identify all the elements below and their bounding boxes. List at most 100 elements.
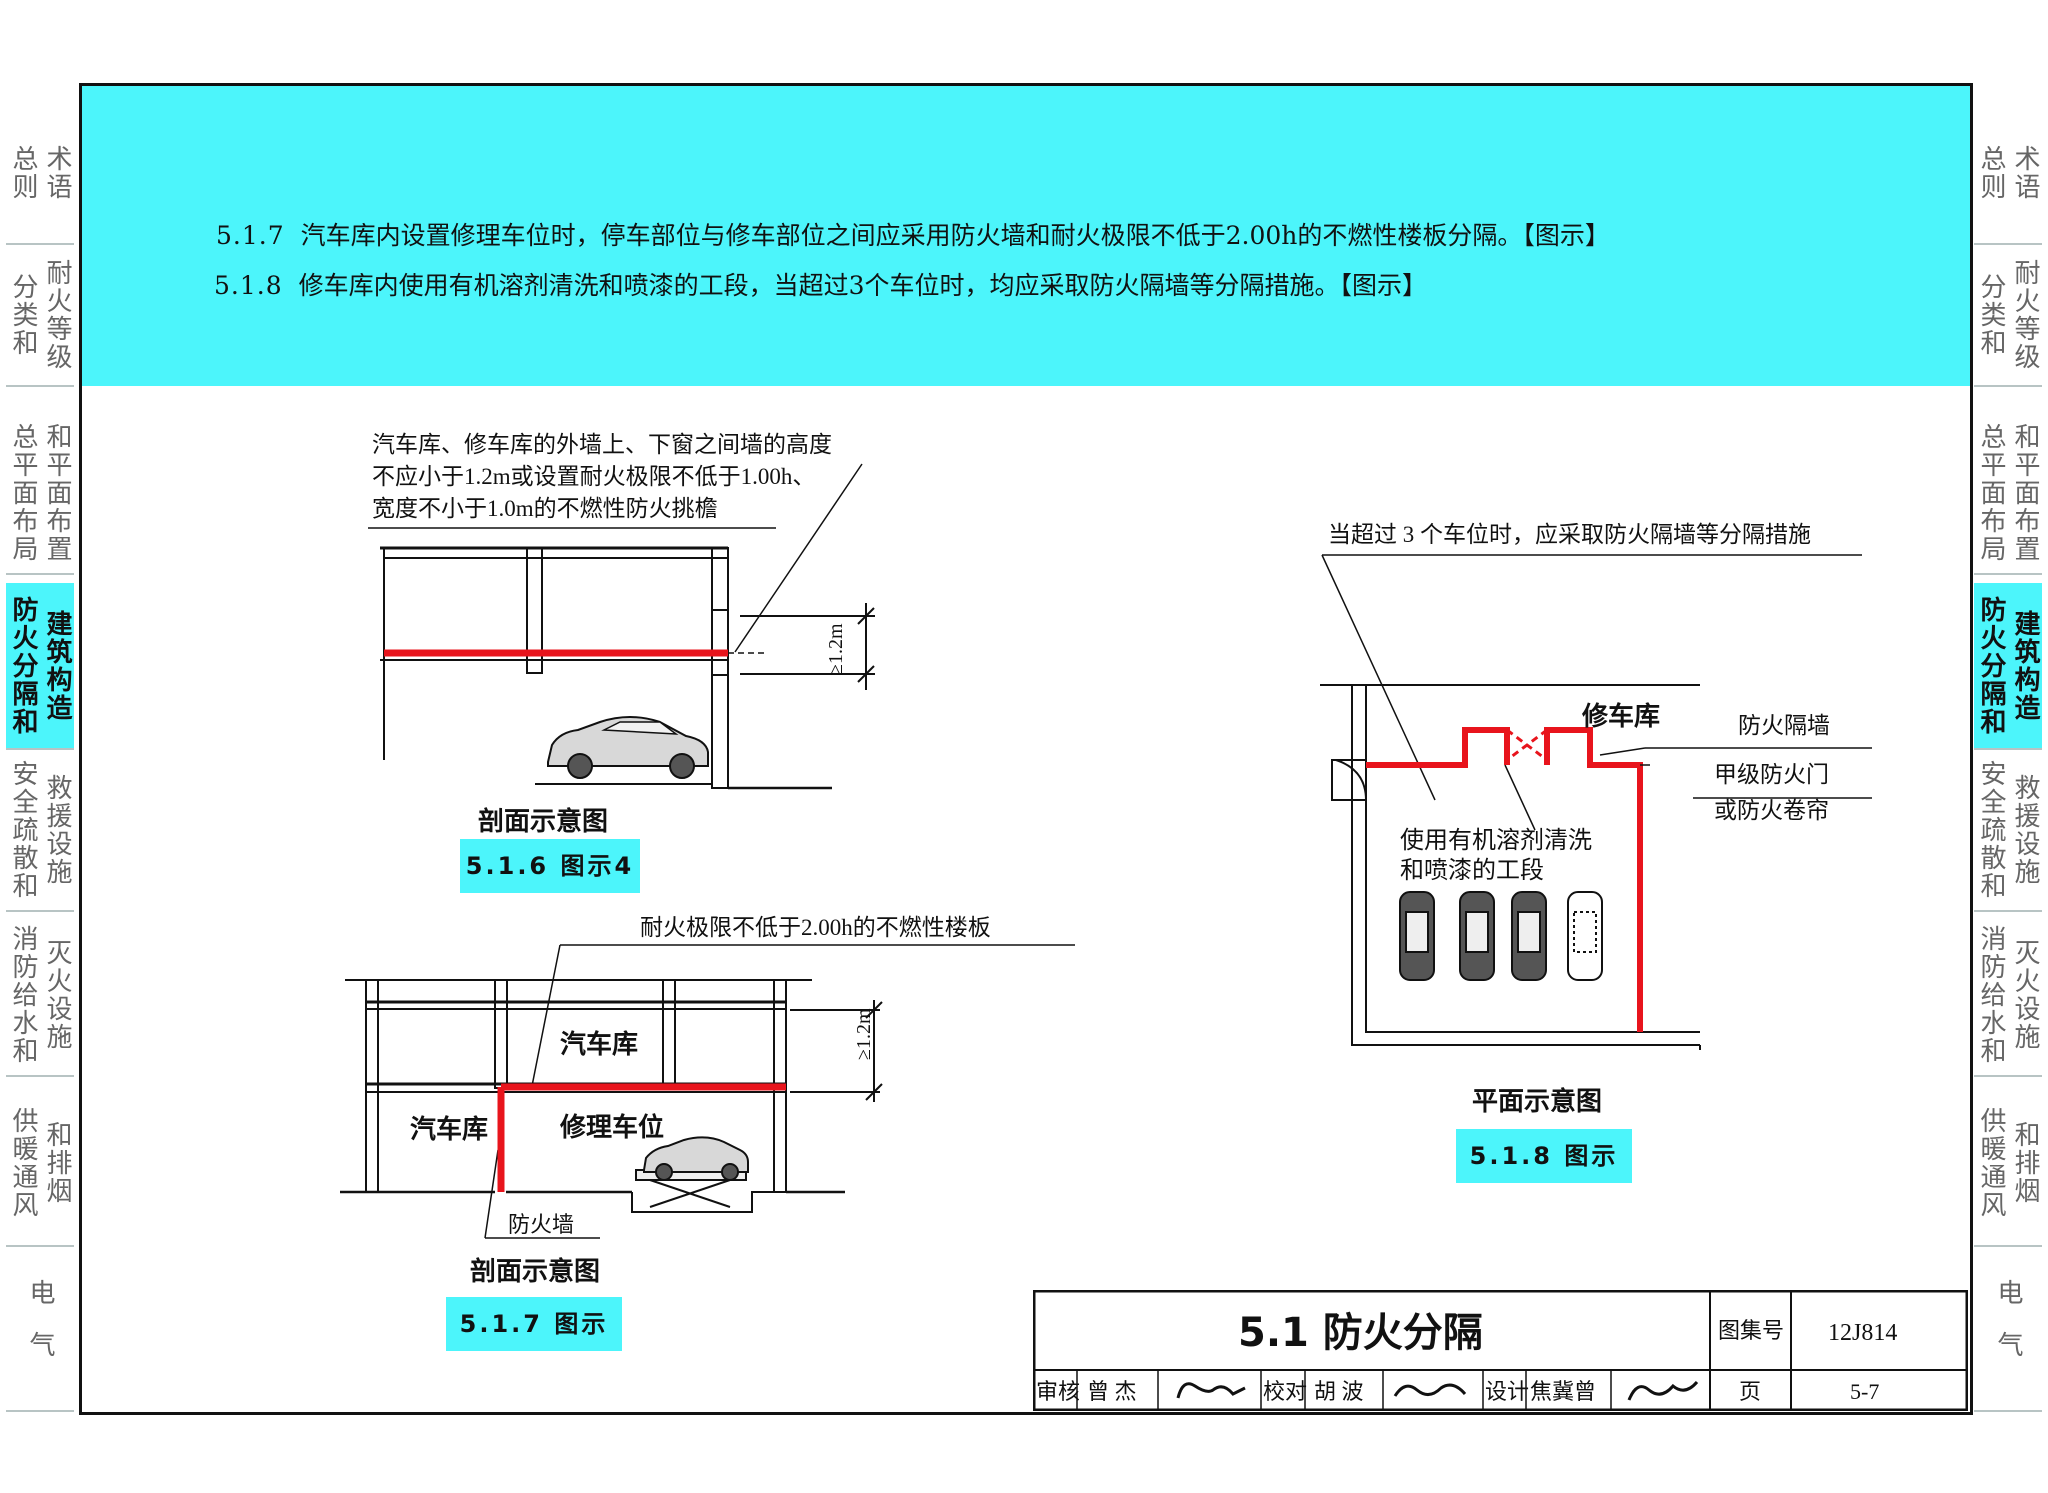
tab-label: 救援设施: [42, 774, 72, 886]
fig3-label-firewall: 防火隔墙: [1738, 713, 1830, 738]
tab-label: 总平面布局: [1976, 423, 2006, 563]
page-label: 页: [1739, 1379, 1761, 1404]
tab-label: 电气: [1993, 1279, 2023, 1383]
fig2-label-garage: 汽车库: [410, 1114, 488, 1145]
fig2-section: [340, 944, 1075, 1239]
check-name: 胡 波: [1314, 1379, 1364, 1404]
tab-label: 和排烟: [2010, 1120, 2040, 1205]
tab-fire-separation[interactable]: 建筑构造 防火分隔和: [6, 583, 74, 750]
tab-fire-separation[interactable]: 建筑构造 防火分隔和: [1974, 583, 2042, 750]
tab-label: 术语: [2010, 145, 2040, 201]
fig3-caption: 5.1.8 图示: [1456, 1129, 1632, 1183]
tab-water-supply[interactable]: 灭火设施 消防给水和: [1974, 915, 2042, 1077]
tab-general[interactable]: 术语 总则: [6, 103, 74, 245]
tab-classification[interactable]: 耐火等级 分类和: [1974, 245, 2042, 387]
tab-label: 和排烟: [42, 1120, 72, 1205]
clause-text: 修车库内使用有机溶剂清洗和喷漆的工段，当超过3个车位时，均应采取防火隔墙等分隔措…: [298, 271, 1428, 300]
clause-number: 5.1.8: [214, 271, 283, 300]
tab-label: 建筑构造: [42, 609, 72, 722]
fig3-label-area: 使用有机溶剂清洗: [1400, 827, 1592, 854]
tab-label: 消防给水和: [1976, 925, 2006, 1065]
fig1-caption: 5.1.6 图示4: [460, 839, 640, 893]
tab-site-layout[interactable]: 和平面布置 总平面布局: [6, 413, 74, 575]
fig3-label-garage: 修车库: [1581, 701, 1660, 732]
tab-label: 总则: [8, 145, 38, 201]
tab-label: 总则: [1976, 145, 2006, 201]
right-side-tabs: 术语 总则 耐火等级 分类和 和平面布置 总平面布局 建筑构造 防火分隔和 救援…: [1972, 0, 2048, 1493]
fig3-plan: [1320, 554, 1872, 1050]
tab-label: 分类和: [1976, 273, 2006, 357]
page-number: 5-7: [1850, 1379, 1879, 1404]
design-signature: [1627, 1380, 1699, 1401]
tab-label: 分类和: [8, 273, 38, 357]
tab-label: 防火分隔和: [8, 595, 38, 736]
tab-label: 救援设施: [2010, 774, 2040, 886]
tab-classification[interactable]: 耐火等级 分类和: [6, 245, 74, 387]
tab-label: 耐火等级: [42, 259, 72, 371]
fig2-note: 耐火极限不低于2.00h的不燃性楼板: [640, 915, 991, 940]
fig2-dimension: ≥1.2m: [853, 1008, 875, 1060]
fig1-subtitle: 剖面示意图: [478, 806, 608, 837]
tab-water-supply[interactable]: 灭火设施 消防给水和: [6, 915, 74, 1077]
tab-label: 灭火设施: [42, 939, 72, 1051]
fig1-note-line: 不应小于1.2m或设置耐火极限不低于1.00h、: [372, 464, 815, 489]
fig1-section: [368, 463, 875, 790]
fig1-dimension: ≥1.2m: [825, 623, 847, 675]
fig3-label-door: 甲级防火门: [1714, 762, 1829, 787]
tab-label: 安全疏散和: [1976, 760, 2006, 900]
tab-label: 建筑构造: [2010, 609, 2040, 722]
tab-evacuation[interactable]: 救援设施 安全疏散和: [6, 750, 74, 912]
clause-5-1-8: 5.1.8 修车库内使用有机溶剂清洗和喷漆的工段，当超过3个车位时，均应采取防火隔…: [214, 266, 1427, 302]
atlas-number: 12J814: [1828, 1320, 1897, 1346]
tab-label: 耐火等级: [2010, 259, 2040, 371]
fig2-subtitle: 剖面示意图: [470, 1256, 600, 1287]
tab-evacuation[interactable]: 救援设施 安全疏散和: [1974, 750, 2042, 912]
check-label: 校对: [1263, 1379, 1307, 1404]
clause-text: 汽车库内设置修理车位时，停车部位与修车部位之间应采用防火墙和耐火极限不低于2.0…: [300, 221, 1610, 250]
plan-car: [1399, 891, 1603, 981]
page-title: 5.1 防火分隔: [1238, 1310, 1483, 1356]
atlas-label: 图集号: [1718, 1318, 1784, 1343]
tab-label: 消防给水和: [8, 925, 38, 1065]
fig3-fire-wall-2: [1544, 727, 1643, 1032]
tab-label: 和平面布置: [2010, 423, 2040, 563]
clause-number: 5.1.7: [216, 221, 285, 250]
title-block: 5.1 防火分隔 图集号 12J814 页 5-7 审核 曾 杰 校对 胡 波 …: [1033, 1290, 1968, 1411]
tab-site-layout[interactable]: 和平面布置 总平面布局: [1974, 413, 2042, 575]
tab-hvac[interactable]: 和排烟 供暖通风: [1974, 1080, 2042, 1247]
fig2-label-upper-garage: 汽车库: [560, 1029, 638, 1060]
tab-label: 供暖通风: [8, 1106, 38, 1219]
tab-label: 灭火设施: [2010, 939, 2040, 1051]
fig1-note-line: 汽车库、修车库的外墙上、下窗之间墙的高度: [372, 432, 832, 457]
fig3-label-area: 和喷漆的工段: [1400, 857, 1544, 884]
tab-label: 和平面布置: [42, 423, 72, 563]
tab-general[interactable]: 术语 总则: [1974, 103, 2042, 245]
left-side-tabs: 术语 总则 耐火等级 分类和 和平面布置 总平面布局 建筑构造 防火分隔和 救援…: [0, 0, 76, 1493]
clause-5-1-7: 5.1.7 汽车库内设置修理车位时，停车部位与修车部位之间应采用防火墙和耐火极限不…: [216, 216, 1610, 252]
design-label: 设计: [1485, 1379, 1529, 1404]
fig2-label-repair: 修理车位: [559, 1112, 664, 1143]
review-name: 曾 杰: [1087, 1379, 1137, 1404]
fig1-note-line: 宽度不小于1.0m的不燃性防火挑檐: [372, 496, 718, 521]
fig3-label-door: 或防火卷帘: [1714, 798, 1829, 823]
tab-label: 总平面布局: [8, 423, 38, 563]
tab-electrical[interactable]: 电气: [6, 1252, 74, 1412]
clause-header: 5.1.7 汽车库内设置修理车位时，停车部位与修车部位之间应采用防火墙和耐火极限不…: [82, 86, 1970, 386]
review-label: 审核: [1036, 1379, 1080, 1404]
tab-electrical[interactable]: 电气: [1974, 1252, 2042, 1412]
review-signature: [1176, 1382, 1246, 1399]
tab-label: 安全疏散和: [8, 760, 38, 900]
fig2-caption: 5.1.7 图示: [446, 1297, 622, 1351]
fig3-note: 当超过 3 个车位时，应采取防火隔墙等分隔措施: [1328, 522, 1811, 547]
design-name: 焦冀曾: [1530, 1379, 1596, 1404]
tab-label: 防火分隔和: [1976, 595, 2006, 736]
fig3-fire-wall: [1366, 727, 1510, 768]
fig3-subtitle: 平面示意图: [1472, 1086, 1602, 1117]
tab-hvac[interactable]: 和排烟 供暖通风: [6, 1080, 74, 1247]
check-signature: [1393, 1383, 1467, 1397]
tab-label: 供暖通风: [1976, 1106, 2006, 1219]
fig2-label-firewall: 防火墙: [508, 1212, 574, 1237]
tab-label: 术语: [42, 145, 72, 201]
tab-label: 电气: [25, 1279, 55, 1383]
